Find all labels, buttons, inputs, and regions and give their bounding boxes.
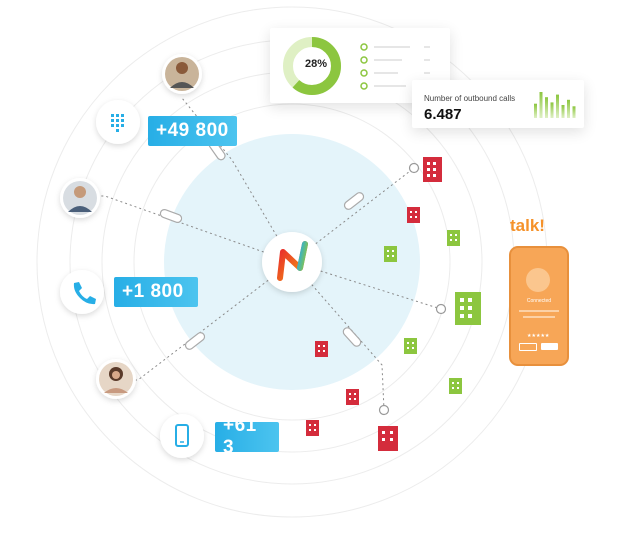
phone-number-badge: +49 800 [148,116,237,146]
donut-percent-label: 28% [304,58,328,70]
outbound-calls-card: Number of outbound calls 6.487 [412,80,584,128]
rating-stars: ★★★★★ [527,333,550,339]
outbound-bar [561,105,565,118]
outbound-bar [556,94,559,118]
outbound-bar [567,99,570,118]
outbound-bar [539,92,543,118]
phone-call-status: Connected [526,298,552,304]
outbound-calls-label: Number of outbound calls [424,94,516,103]
avatar [60,178,100,218]
phone-icon [60,270,104,314]
avatar [162,54,202,94]
phone-button[interactable] [519,343,537,351]
outbound-bar-chart [534,92,576,118]
talk-logo: talk! [510,216,545,235]
app-logo-icon [262,232,322,292]
link-icon [343,192,365,210]
phone-button[interactable] [541,343,558,350]
donut-chart [283,37,341,95]
avatar [96,359,136,399]
phone-number-badge: +61 3 [215,415,279,458]
building-icon [306,157,481,451]
connection-endpoints [378,162,447,416]
phone-number-badge: +1 800 [114,277,198,307]
outbound-calls-value: 6.487 [424,106,462,123]
link-icon [184,332,206,350]
contact-avatar-icon [526,268,550,292]
link-icons [159,139,365,350]
mobile-app-phone: Connected ★★★★★ [509,246,569,366]
link-icon [159,209,183,223]
outbound-bar [534,103,537,118]
outbound-bar [545,97,548,118]
dialpad-icon [96,100,140,144]
link-icon [342,327,362,347]
outbound-bar [572,106,576,118]
mobile-phone-icon [160,414,204,458]
outbound-bar [550,102,554,118]
